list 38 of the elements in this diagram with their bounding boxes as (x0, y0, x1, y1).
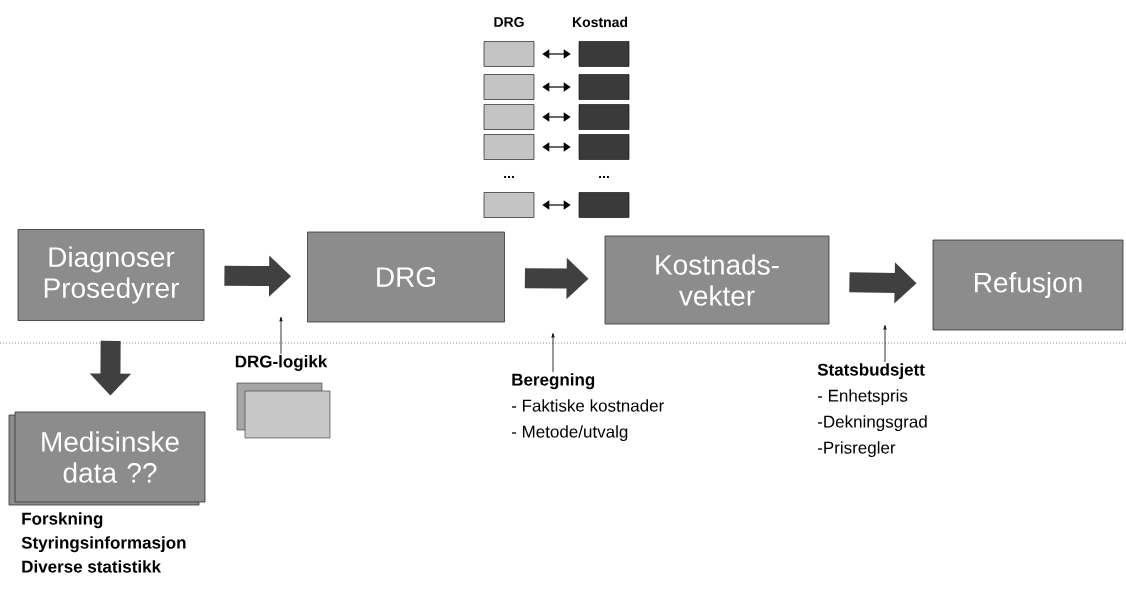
data-box (483, 192, 535, 218)
ellipsis: ... (504, 175, 514, 179)
process-box: Kostnads- vekter (604, 235, 830, 325)
data-box (578, 41, 630, 67)
data-box (483, 104, 535, 130)
pointer-arrow (279, 316, 283, 355)
list-item: -Prisregler (817, 441, 896, 458)
heading: Beregning (512, 373, 595, 390)
column-heading: Kostnad (572, 16, 628, 28)
ellipsis: ... (599, 175, 609, 179)
column-heading: DRG (494, 17, 524, 27)
pointer-arrow (551, 333, 555, 373)
heading: Statsbudsjett (817, 363, 925, 380)
process-box: Diagnoser Prosedyrer (17, 229, 205, 321)
process-box: DRG (307, 231, 505, 323)
arrow (542, 112, 571, 122)
data-box (483, 41, 535, 67)
data-box (578, 74, 630, 100)
caption-text: Styringsinformasjon (21, 536, 186, 553)
pointer-arrow (883, 325, 887, 363)
process-box: Refusjon (932, 239, 1124, 331)
list-item: - Enhetspris (817, 389, 908, 406)
list-item: -Dekningsgrad (817, 415, 927, 432)
label-text: DRG-logikk (235, 355, 328, 371)
data-box (578, 134, 630, 160)
caption-text: Forskning (22, 512, 103, 529)
caption-text: Diverse statistikk (22, 560, 162, 573)
data-box (578, 192, 630, 218)
arrow (542, 82, 571, 92)
data-box (578, 104, 630, 130)
list-item: - Metode/utvalg (511, 425, 628, 442)
data-box (483, 74, 535, 100)
list-item: - Faktiske kostnader (511, 399, 664, 412)
stacked-box: Medisinske data ?? (8, 411, 206, 506)
arrow (542, 142, 571, 152)
arrow (542, 200, 571, 210)
arrow (542, 49, 571, 59)
data-box (483, 134, 535, 160)
